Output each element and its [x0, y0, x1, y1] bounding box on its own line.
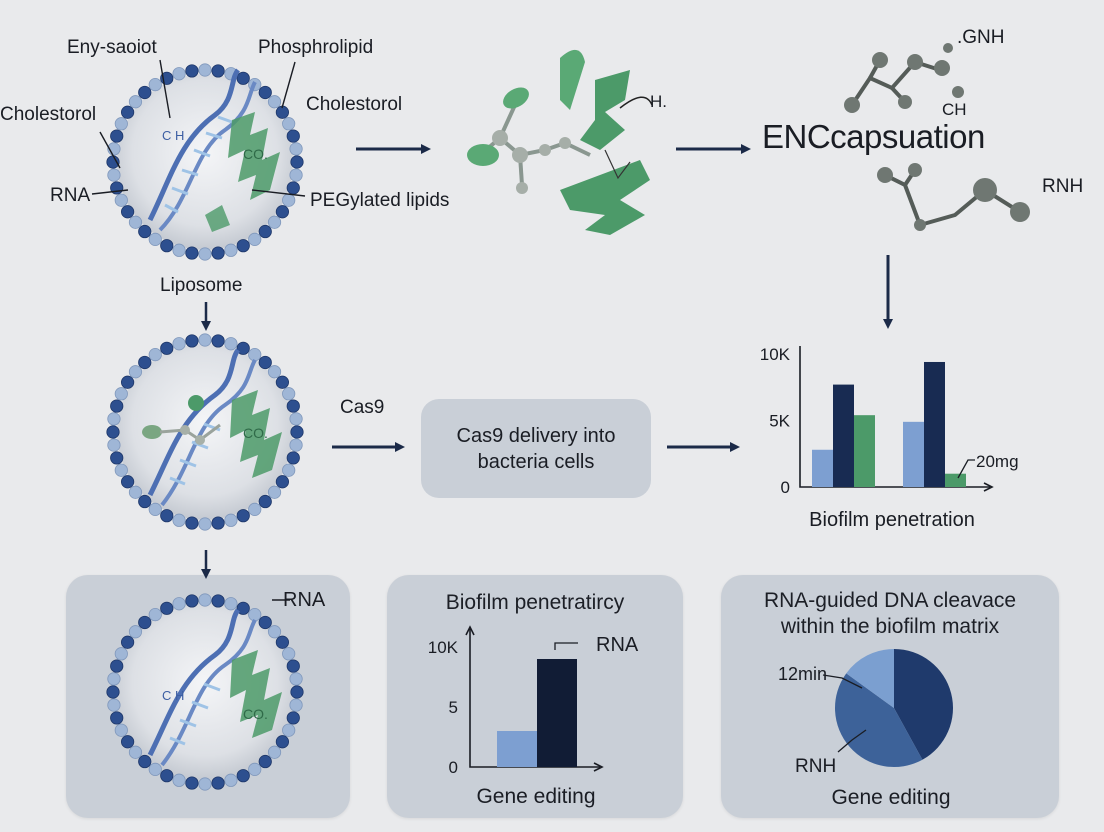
chart2-ytick: 10K	[428, 638, 459, 657]
chart1-bar	[812, 449, 833, 487]
chart1-annotation-leader	[957, 459, 975, 479]
penetration-panel	[387, 575, 683, 818]
label-rnh-top: RNH	[1042, 176, 1084, 197]
chart1-bar	[924, 361, 945, 487]
chart1-bar	[945, 473, 966, 487]
label-h: H.	[650, 92, 667, 111]
label-chi-bottom: C H	[162, 688, 185, 703]
pie-annotation-leader-1	[822, 674, 863, 689]
cas9-delivery-line2: bacteria cells	[477, 450, 595, 473]
chart1-annotation: 20mg	[976, 452, 1019, 471]
pie-annotation-time: 12min	[778, 664, 827, 684]
cleavage-panel-title-line1: RNA-guided DNA cleavace	[763, 589, 1017, 612]
cas9-delivery-line1: Cas9 delivery into	[456, 424, 616, 447]
chart2-bar	[537, 659, 577, 767]
cleavage-panel-title-line2: within the biofilm matrix	[780, 615, 1000, 638]
chart1-ytick: 0	[781, 478, 790, 497]
chart1-bar	[854, 415, 875, 487]
pie-slice	[835, 673, 923, 767]
encapsulation-title: ENCcapsuation	[762, 118, 985, 155]
chart2-xlabel: Gene editing	[476, 785, 595, 808]
label-co-bottom: CO.	[243, 706, 268, 722]
label-enzyme: Eny-saoiot	[67, 37, 157, 58]
chart2-ytick: 0	[449, 758, 458, 777]
chart1-ytick: 5K	[769, 412, 790, 431]
label-chi-top: C H	[162, 128, 185, 143]
chart2-annotation-leader	[554, 642, 578, 650]
label-peg-lipids: PEGylated lipids	[310, 190, 450, 211]
label-cholesterol-right: Cholestorol	[306, 94, 403, 115]
chart2-annotation: RNA	[596, 634, 639, 656]
penetration-panel-title: Biofilm penetratircy	[445, 591, 625, 614]
pie-xlabel: Gene editing	[831, 786, 950, 809]
chart2-ytick: 5	[449, 698, 458, 717]
label-cholesterol-left: Cholestorol	[0, 104, 97, 125]
pie-annotation-leader-2	[837, 729, 867, 753]
chart1-bar	[903, 421, 924, 487]
label-rna-left: RNA	[50, 185, 91, 206]
label-co-middle: CO.	[243, 425, 268, 441]
chart1-x-arrow	[983, 482, 994, 492]
chart2-x-arrow	[593, 762, 604, 772]
label-ch: CH	[942, 100, 967, 119]
chart1-xlabel: Biofilm penetration	[809, 509, 975, 531]
chart1-ytick: 10K	[760, 345, 791, 364]
chart1-bar	[833, 384, 854, 487]
pie-slice	[894, 649, 953, 760]
pie-annotation-rnh: RNH	[795, 756, 836, 777]
rna-panel-label: RNA	[283, 589, 326, 611]
cas9-delivery-box: Cas9 delivery into bacteria cells	[421, 399, 651, 498]
label-liposome: Liposome	[160, 275, 243, 296]
label-cas9: Cas9	[340, 397, 385, 418]
chart2-y-arrow	[465, 625, 475, 636]
label-phospholipid: Phosphrolipid	[258, 37, 374, 58]
label-gnh: .GNH	[957, 27, 1005, 48]
pie-slice	[846, 649, 894, 708]
chart2-bar	[497, 731, 537, 767]
label-co-top: CO.	[243, 146, 268, 162]
